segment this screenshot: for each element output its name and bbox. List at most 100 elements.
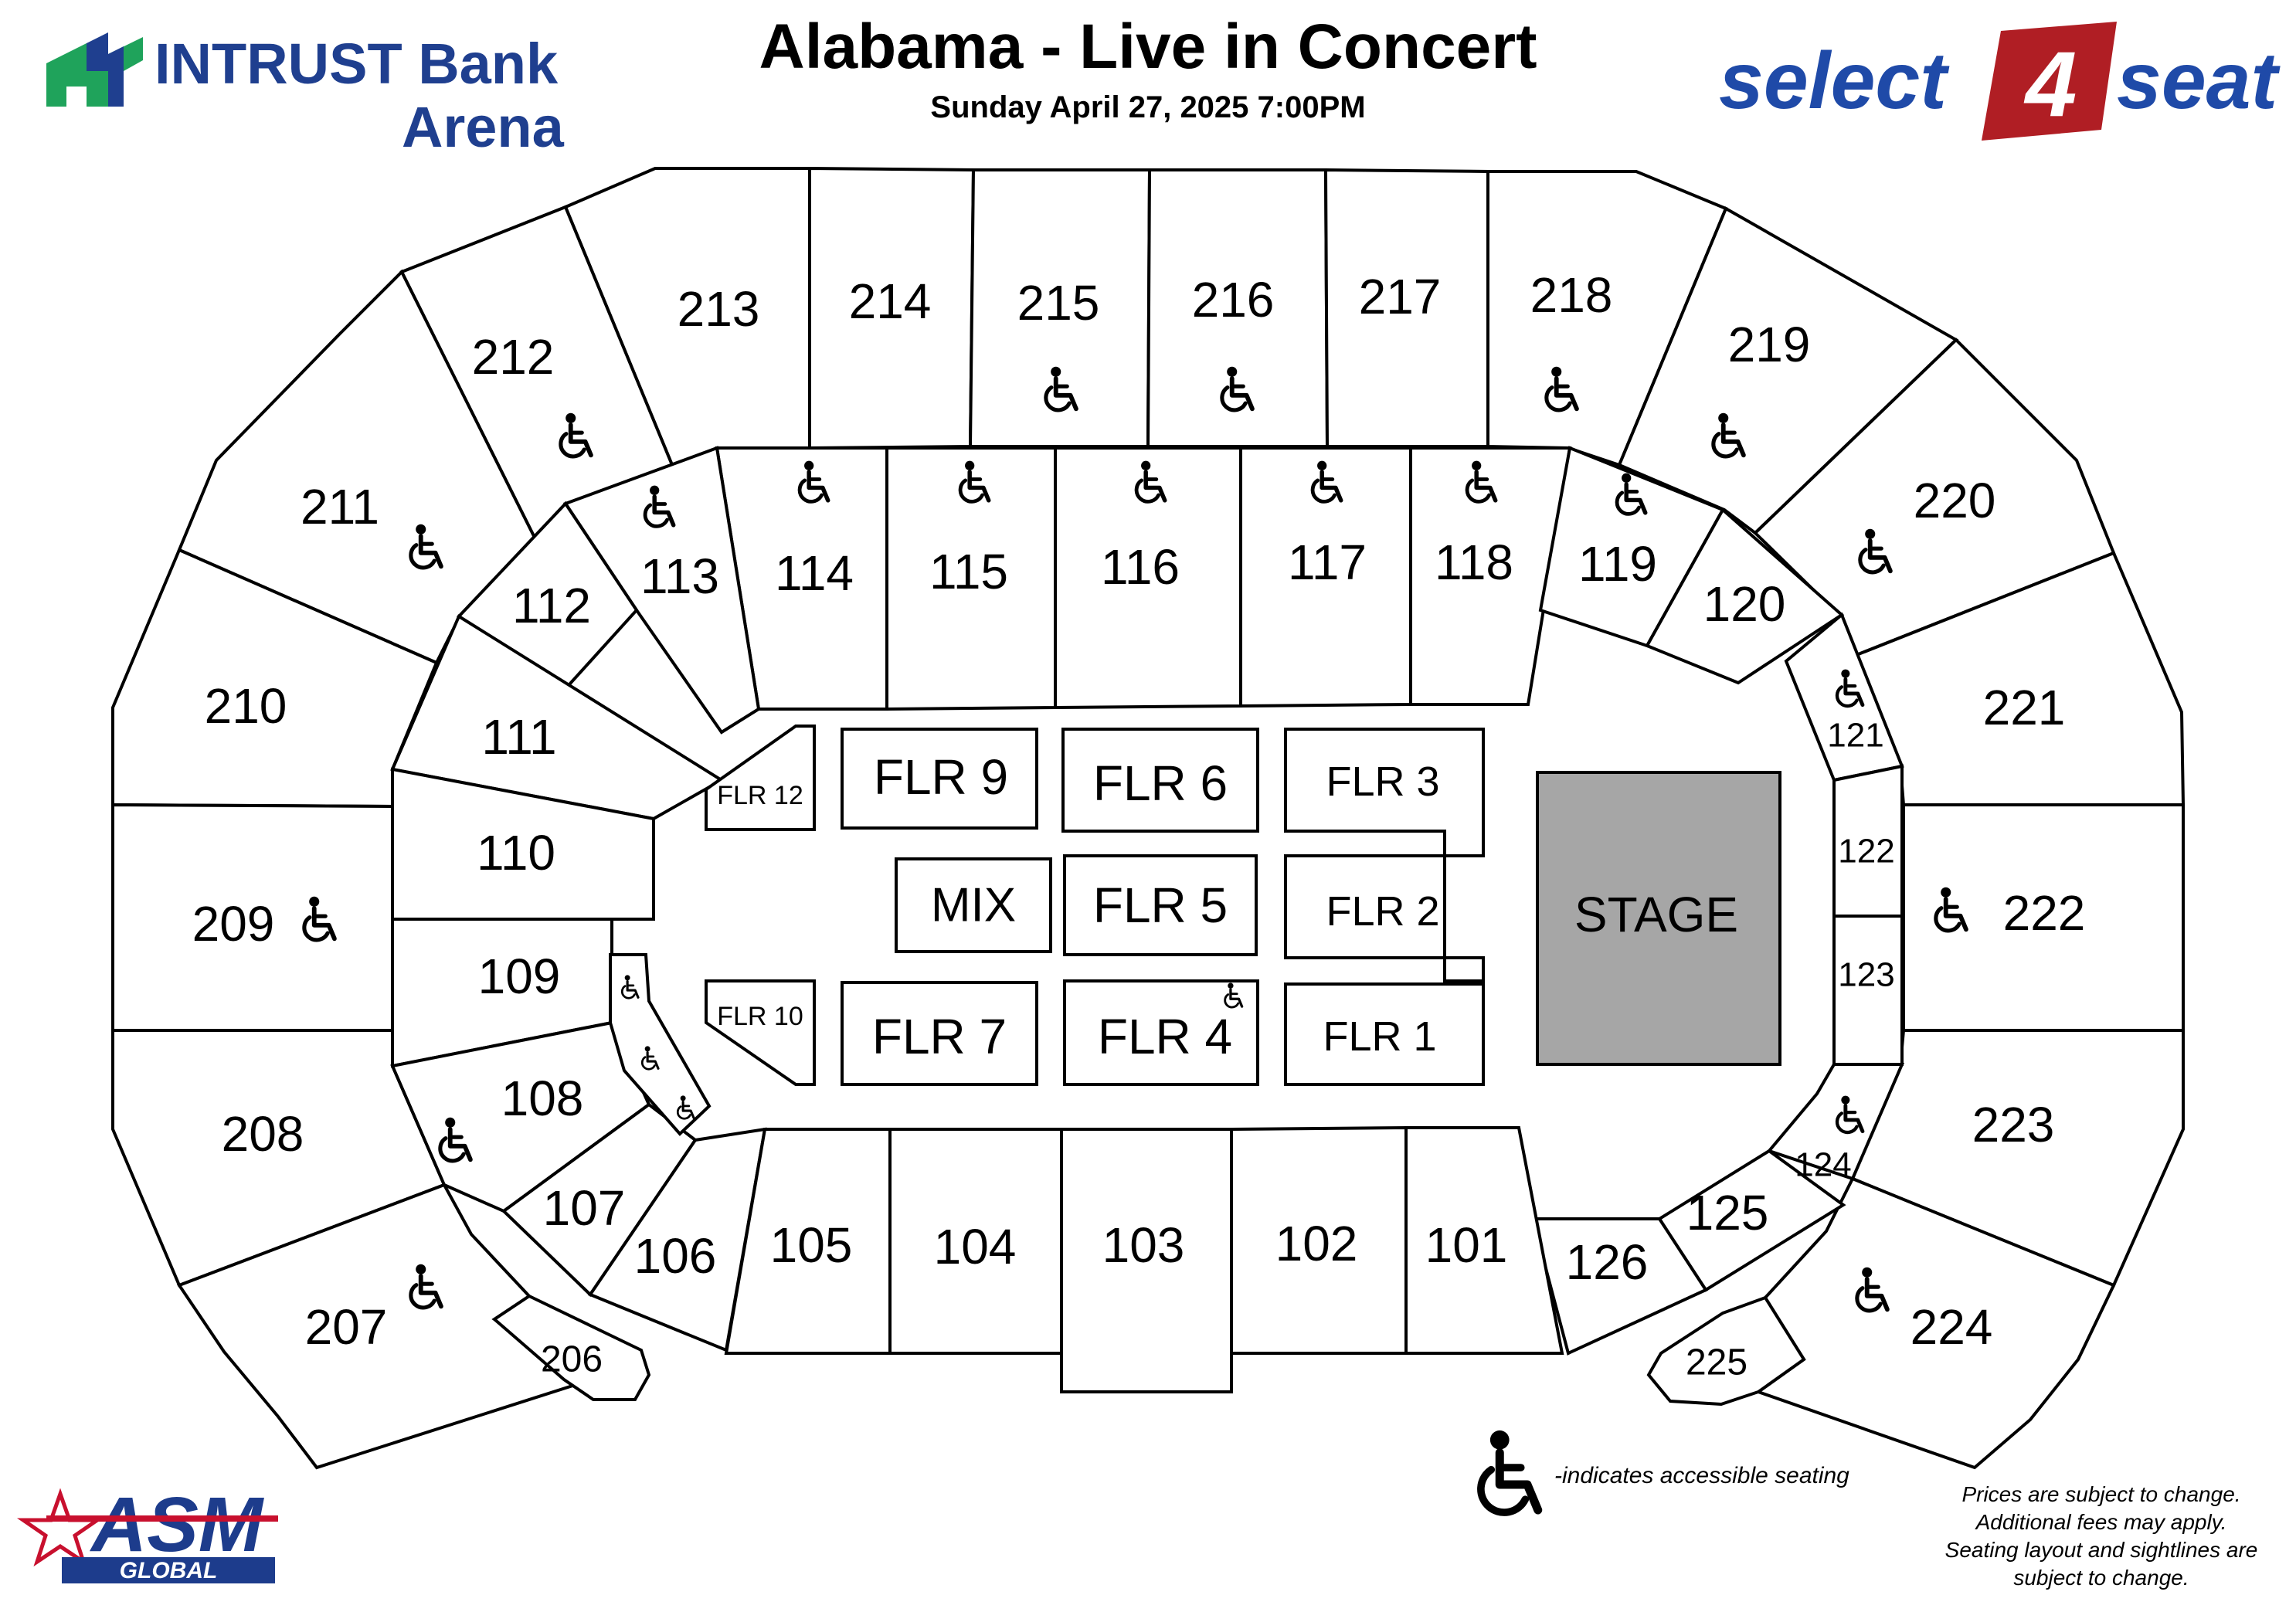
section-126-shape[interactable] — [1530, 1217, 1708, 1356]
section-115-label: 115 — [929, 544, 1008, 599]
section-120-shape[interactable] — [1645, 507, 1845, 685]
star-icon — [16, 1488, 104, 1567]
floor-section-6-label: FLR 6 — [1093, 755, 1228, 811]
lower-level — [390, 446, 1905, 1393]
ticketing-logo-right: seat — [2117, 36, 2281, 126]
stage-shape — [1536, 771, 1781, 1066]
floor-section-1-label: FLR 1 — [1323, 1013, 1436, 1060]
floor-section-5-label: FLR 5 — [1093, 877, 1228, 933]
legend-text: -indicates accessible seating — [1554, 1463, 1849, 1488]
section-222-label: 222 — [2003, 885, 2086, 941]
section-106-label: 106 — [634, 1228, 717, 1284]
section-206-label: 206 — [541, 1339, 603, 1380]
section-101-shape[interactable] — [1404, 1126, 1564, 1355]
section-214-label: 214 — [849, 273, 932, 329]
section-213-label: 213 — [678, 281, 760, 337]
upper-level — [111, 166, 2186, 1470]
disclaimer-line: subject to change. — [2013, 1566, 2189, 1590]
section-109-label: 109 — [478, 949, 561, 1004]
section-219-shape[interactable] — [1617, 206, 1959, 535]
section-225-label: 225 — [1686, 1342, 1747, 1383]
floor-section-3-label: FLR 3 — [1326, 758, 1439, 805]
section-220-label: 220 — [1914, 473, 1996, 528]
floor-section-7-shape[interactable] — [841, 981, 1038, 1086]
section-210-label: 210 — [205, 678, 287, 734]
floor-section-12-shape[interactable] — [705, 725, 816, 831]
floor-section-10-label: FLR 10 — [717, 1002, 803, 1031]
section-103-shape[interactable] — [1060, 1128, 1233, 1393]
section-118-shape[interactable] — [1409, 446, 1572, 706]
section-103-label: 103 — [1102, 1217, 1185, 1273]
disclaimer-line: Prices are subject to change. — [1961, 1482, 2240, 1506]
floor-mix-shape[interactable] — [895, 857, 1052, 953]
operator-logo-bar — [62, 1557, 275, 1583]
section-224-label: 224 — [1911, 1299, 1993, 1355]
section-108-label: 108 — [501, 1071, 584, 1126]
floor-section-9-shape[interactable] — [841, 728, 1038, 830]
stage-label: STAGE — [1574, 887, 1738, 942]
section-208-label: 208 — [222, 1106, 304, 1162]
ticketing-logo-left: select — [1719, 36, 1950, 126]
section-223-label: 223 — [1972, 1097, 2055, 1152]
section-104-label: 104 — [934, 1219, 1017, 1274]
wheelchair-icon — [1481, 1430, 1538, 1512]
section-123-label: 123 — [1838, 956, 1894, 994]
section-102-label: 102 — [1275, 1216, 1358, 1271]
section-110-label: 110 — [477, 825, 555, 881]
section-116-label: 116 — [1101, 539, 1180, 595]
venue-name-line1: INTRUST Bank — [155, 32, 559, 96]
section-221-label: 221 — [1983, 680, 2066, 735]
section-209-label: 209 — [192, 896, 275, 952]
event-date: Sunday April 27, 2025 7:00PM — [930, 90, 1365, 124]
venue-name-line2: Arena — [402, 95, 565, 159]
section-215-label: 215 — [1017, 275, 1100, 331]
floor-section-12-label: FLR 12 — [717, 781, 803, 810]
floor-section-1-shape[interactable] — [1284, 982, 1485, 1086]
section-117-label: 117 — [1288, 535, 1367, 590]
section-218-label: 218 — [1530, 267, 1613, 323]
venue-logo: INTRUST Bank Arena — [46, 32, 565, 159]
section-126-label: 126 — [1566, 1234, 1649, 1290]
floor-section-5-shape[interactable] — [1063, 854, 1258, 956]
floor-section-10-shape[interactable] — [705, 979, 816, 1086]
section-122-label: 122 — [1838, 833, 1894, 870]
section-216-label: 216 — [1192, 272, 1275, 327]
operator-logo-big: ASM — [89, 1481, 265, 1568]
floor-section-2-tail[interactable] — [1286, 956, 1485, 982]
venue-logo-mark-blue — [87, 32, 124, 107]
section-101-label: 101 — [1425, 1217, 1508, 1273]
section-224-shape[interactable] — [1754, 1176, 2116, 1470]
section-125-label: 125 — [1686, 1185, 1769, 1240]
operator-logo: ASM GLOBAL — [16, 1481, 278, 1583]
section-207-label: 207 — [305, 1299, 388, 1355]
section-211-label: 211 — [301, 479, 379, 535]
section-124-label: 124 — [1795, 1146, 1851, 1184]
ticketing-logo-mark — [1982, 22, 2117, 141]
accessibility-legend: -indicates accessible seating — [1481, 1430, 1849, 1512]
section-212-label: 212 — [472, 329, 555, 385]
section-118-label: 118 — [1435, 535, 1513, 590]
section-219-label: 219 — [1728, 317, 1811, 372]
section-206-shape[interactable] — [491, 1294, 651, 1401]
disclaimer: Prices are subject to change. Additional… — [1945, 1482, 2258, 1590]
floor-section-2-label: FLR 2 — [1326, 888, 1439, 935]
section-110-shape[interactable] — [391, 767, 655, 921]
small-labels: 121 122 123 124 206 225 FLR 3 FLR 2 FLR … — [541, 717, 1895, 1383]
disclaimer-line: Additional fees may apply. — [1975, 1510, 2227, 1534]
floor-section-7-label: FLR 7 — [872, 1009, 1007, 1064]
section-105-label: 105 — [770, 1217, 853, 1273]
floor-section-4-label: FLR 4 — [1098, 1009, 1232, 1064]
section-225-shape[interactable] — [1646, 1295, 1806, 1407]
floor-section-9-label: FLR 9 — [874, 749, 1008, 805]
floor-mix-label: MIX — [931, 879, 1016, 932]
accessible-platform-109[interactable] — [609, 953, 712, 1136]
ticketing-logo: select 4 seat — [1719, 22, 2281, 141]
section-labels: 101 102 103 104 105 106 107 108 109 110 … — [192, 267, 2086, 1355]
section-113-label: 113 — [640, 548, 719, 604]
section-121-label: 121 — [1827, 717, 1883, 755]
section-112-label: 112 — [512, 578, 591, 633]
floor-section-6-shape[interactable] — [1061, 728, 1259, 833]
section-107-label: 107 — [543, 1180, 626, 1236]
